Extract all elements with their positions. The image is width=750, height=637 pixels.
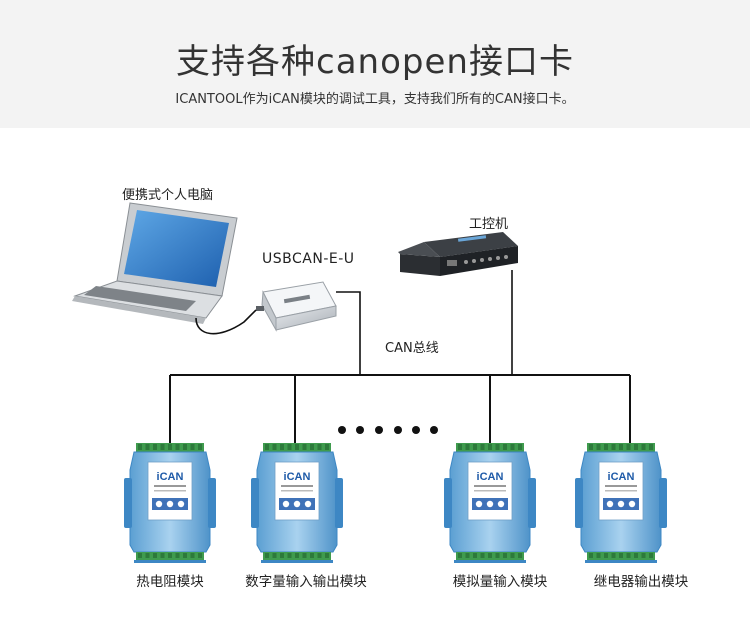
can-bus <box>169 374 631 452</box>
header-banner: 支持各种canopen接口卡 ICANTOOL作为iCAN模块的调试工具，支持我… <box>0 0 750 128</box>
ican-module-icon-0: iCAN <box>124 443 216 563</box>
laptop-icon <box>72 202 238 324</box>
ican-module-icon-1: iCAN <box>251 443 343 563</box>
ellipsis-dots <box>338 426 438 434</box>
modules-layer: iCAN iCAN iCAN iCAN <box>124 443 667 563</box>
usbcan-label: USBCAN-E-U <box>262 251 355 267</box>
usbcan-bus-drop <box>336 291 361 375</box>
module-brand-text: iCAN <box>157 471 184 483</box>
module-brand-text: iCAN <box>477 471 504 483</box>
cables <box>195 270 513 375</box>
module-brand-text: iCAN <box>608 471 635 483</box>
usb-cable <box>195 309 257 335</box>
module-label-0: 热电阻模块 <box>136 574 204 590</box>
module-label-1: 数字量输入输出模块 <box>245 574 367 590</box>
usbcan-device-icon <box>256 281 337 332</box>
module-label-3: 继电器输出模块 <box>593 574 689 590</box>
laptop-label: 便携式个人电脑 <box>122 188 214 203</box>
industrial-pc-icon <box>398 232 518 276</box>
module-brand-text: iCAN <box>284 471 311 483</box>
can-bus-label: CAN总线 <box>385 341 439 356</box>
ican-module-icon-2: iCAN <box>444 443 536 563</box>
ican-module-icon-3: iCAN <box>575 443 667 563</box>
ipc-label: 工控机 <box>469 217 509 232</box>
page-subtitle: ICANTOOL作为iCAN模块的调试工具，支持我们所有的CAN接口卡。 <box>175 92 575 107</box>
module-label-2: 模拟量输入模块 <box>452 574 548 590</box>
page-title: 支持各种canopen接口卡 <box>176 42 574 82</box>
